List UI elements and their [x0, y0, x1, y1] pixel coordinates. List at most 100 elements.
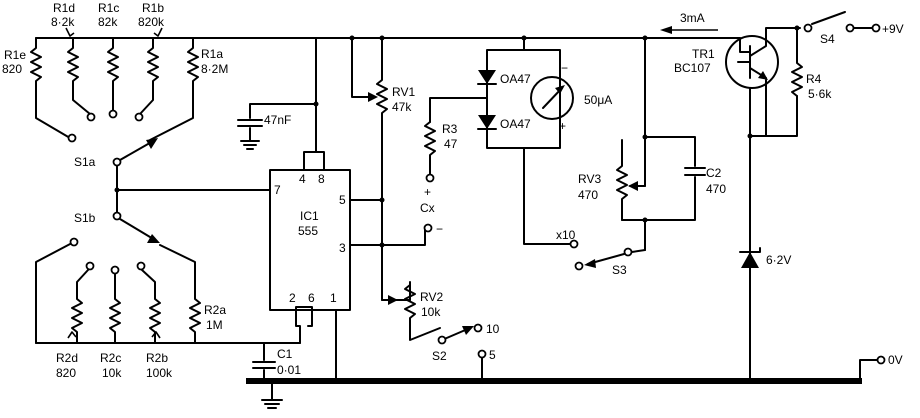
r1b-label: R1b — [142, 1, 164, 15]
c2-label: C2 — [706, 166, 722, 180]
ic1-pin2: 2 — [289, 291, 296, 305]
cx-minus-terminal — [423, 223, 433, 233]
zener-label: 6·2V — [766, 253, 791, 267]
resistor-r1a — [149, 37, 199, 141]
resistor-r1d — [65, 27, 91, 115]
rv1-label: RV1 — [392, 85, 415, 99]
resistor-r1b — [139, 27, 163, 115]
s4-label: S4 — [820, 32, 835, 46]
switch-s1a-wiper — [119, 138, 158, 161]
diode-d1 — [477, 70, 497, 85]
meter-label: 50μA — [584, 93, 612, 107]
r3-label: R3 — [442, 122, 458, 136]
tr1-collector-lead — [739, 37, 751, 53]
current-label: 3mA — [680, 11, 705, 25]
s1b-common — [112, 211, 122, 221]
diode-d2 — [477, 115, 497, 130]
cap47-label: 47nF — [264, 113, 291, 127]
r1c-label: R1c — [98, 1, 119, 15]
s1a-contact-4 — [134, 112, 144, 122]
r2c-value: 10k — [102, 366, 122, 380]
c2-value: 470 — [706, 182, 726, 196]
resistor-r2b — [141, 269, 161, 344]
r3-lead — [429, 97, 488, 123]
r2-left-lead — [35, 242, 73, 344]
s1b-contact-3 — [110, 265, 120, 275]
r4-lower-lead — [765, 95, 798, 137]
s1a-common — [112, 157, 122, 167]
r1e-value: 820 — [2, 62, 22, 76]
x10-label: x10 — [556, 228, 576, 242]
s2-label: S2 — [432, 349, 447, 363]
tr1-value: BC107 — [674, 61, 711, 75]
s2-5-label: 5 — [489, 348, 496, 362]
c2-bottom-lead — [621, 176, 696, 221]
r2a-label: R2a — [204, 303, 226, 317]
switch-s1b-wiper — [119, 218, 160, 243]
s3-label: S3 — [612, 263, 627, 277]
r2b-value: 100k — [146, 366, 173, 380]
zener-diode — [739, 247, 761, 268]
meter-50ua — [530, 76, 574, 120]
capacitor-c1 — [252, 361, 276, 369]
capacitor-c2 — [684, 167, 706, 176]
junction — [747, 133, 753, 139]
decoupling-lead — [249, 103, 317, 119]
r2a-value: 1M — [206, 318, 223, 332]
resistor-r2c — [109, 273, 121, 344]
s1b-contact-2 — [85, 261, 95, 271]
capacitor-47nf — [237, 119, 263, 127]
switch-s2 — [441, 326, 474, 341]
r2d-label: R2d — [56, 351, 78, 365]
resistor-r1e — [30, 37, 71, 139]
s1b-label: S1b — [74, 211, 96, 225]
ground-symbol — [261, 399, 283, 409]
r2b-label: R2b — [146, 351, 168, 365]
ic1-type: 555 — [298, 224, 318, 238]
pot-rv2 — [388, 281, 441, 341]
bridge-frame — [486, 49, 561, 149]
s2-common — [437, 335, 447, 345]
ground-symbol — [240, 140, 260, 150]
resistor-r4 — [791, 27, 803, 97]
s4-contact-2 — [845, 23, 855, 33]
ic1-name: IC1 — [300, 209, 319, 223]
meter-minus-label: − — [561, 61, 568, 75]
s4-contact-1 — [803, 23, 813, 33]
tr1-collector — [749, 27, 801, 57]
rv2-value: 10k — [421, 305, 441, 319]
zero-v-lead — [859, 359, 879, 382]
pin2-6-wire — [295, 306, 313, 344]
meter-plus-label: + — [559, 119, 566, 133]
s1a-label: S1a — [74, 155, 96, 169]
pot-rv3 — [616, 159, 638, 221]
s1a-contact-2 — [86, 112, 96, 122]
s1b-contact-1 — [69, 237, 79, 247]
pin3-output — [349, 227, 426, 246]
switch-s3 — [584, 253, 625, 268]
tr1-emitter — [749, 67, 768, 80]
r4-value: 5·6k — [808, 87, 832, 101]
r2d-value: 820 — [56, 366, 76, 380]
transistor-tr1 — [725, 35, 779, 89]
r1a-label: R1a — [201, 47, 223, 61]
meter-needle — [542, 85, 565, 109]
plus-term-label: + — [424, 185, 431, 199]
ic1-pin3: 3 — [339, 241, 346, 255]
minus-term-label: − — [436, 222, 443, 236]
c1-label: C1 — [277, 347, 293, 361]
cx-plus-terminal — [425, 173, 435, 183]
r1a-value: 8·2M — [201, 62, 228, 76]
plus9v-terminal — [871, 23, 881, 33]
tr1-label: TR1 — [692, 47, 715, 61]
s2-contact-10 — [473, 323, 483, 333]
r1e-label: R1e — [4, 48, 26, 62]
bridge-bottom-lead — [523, 147, 571, 245]
s2-contact-5 — [477, 349, 487, 359]
ic1-pin1: 1 — [330, 291, 337, 305]
rv1-value: 47k — [392, 100, 412, 114]
resistor-r2a — [159, 244, 201, 344]
rv2-label: RV2 — [420, 290, 443, 304]
r1d-value: 8·2k — [51, 15, 75, 29]
